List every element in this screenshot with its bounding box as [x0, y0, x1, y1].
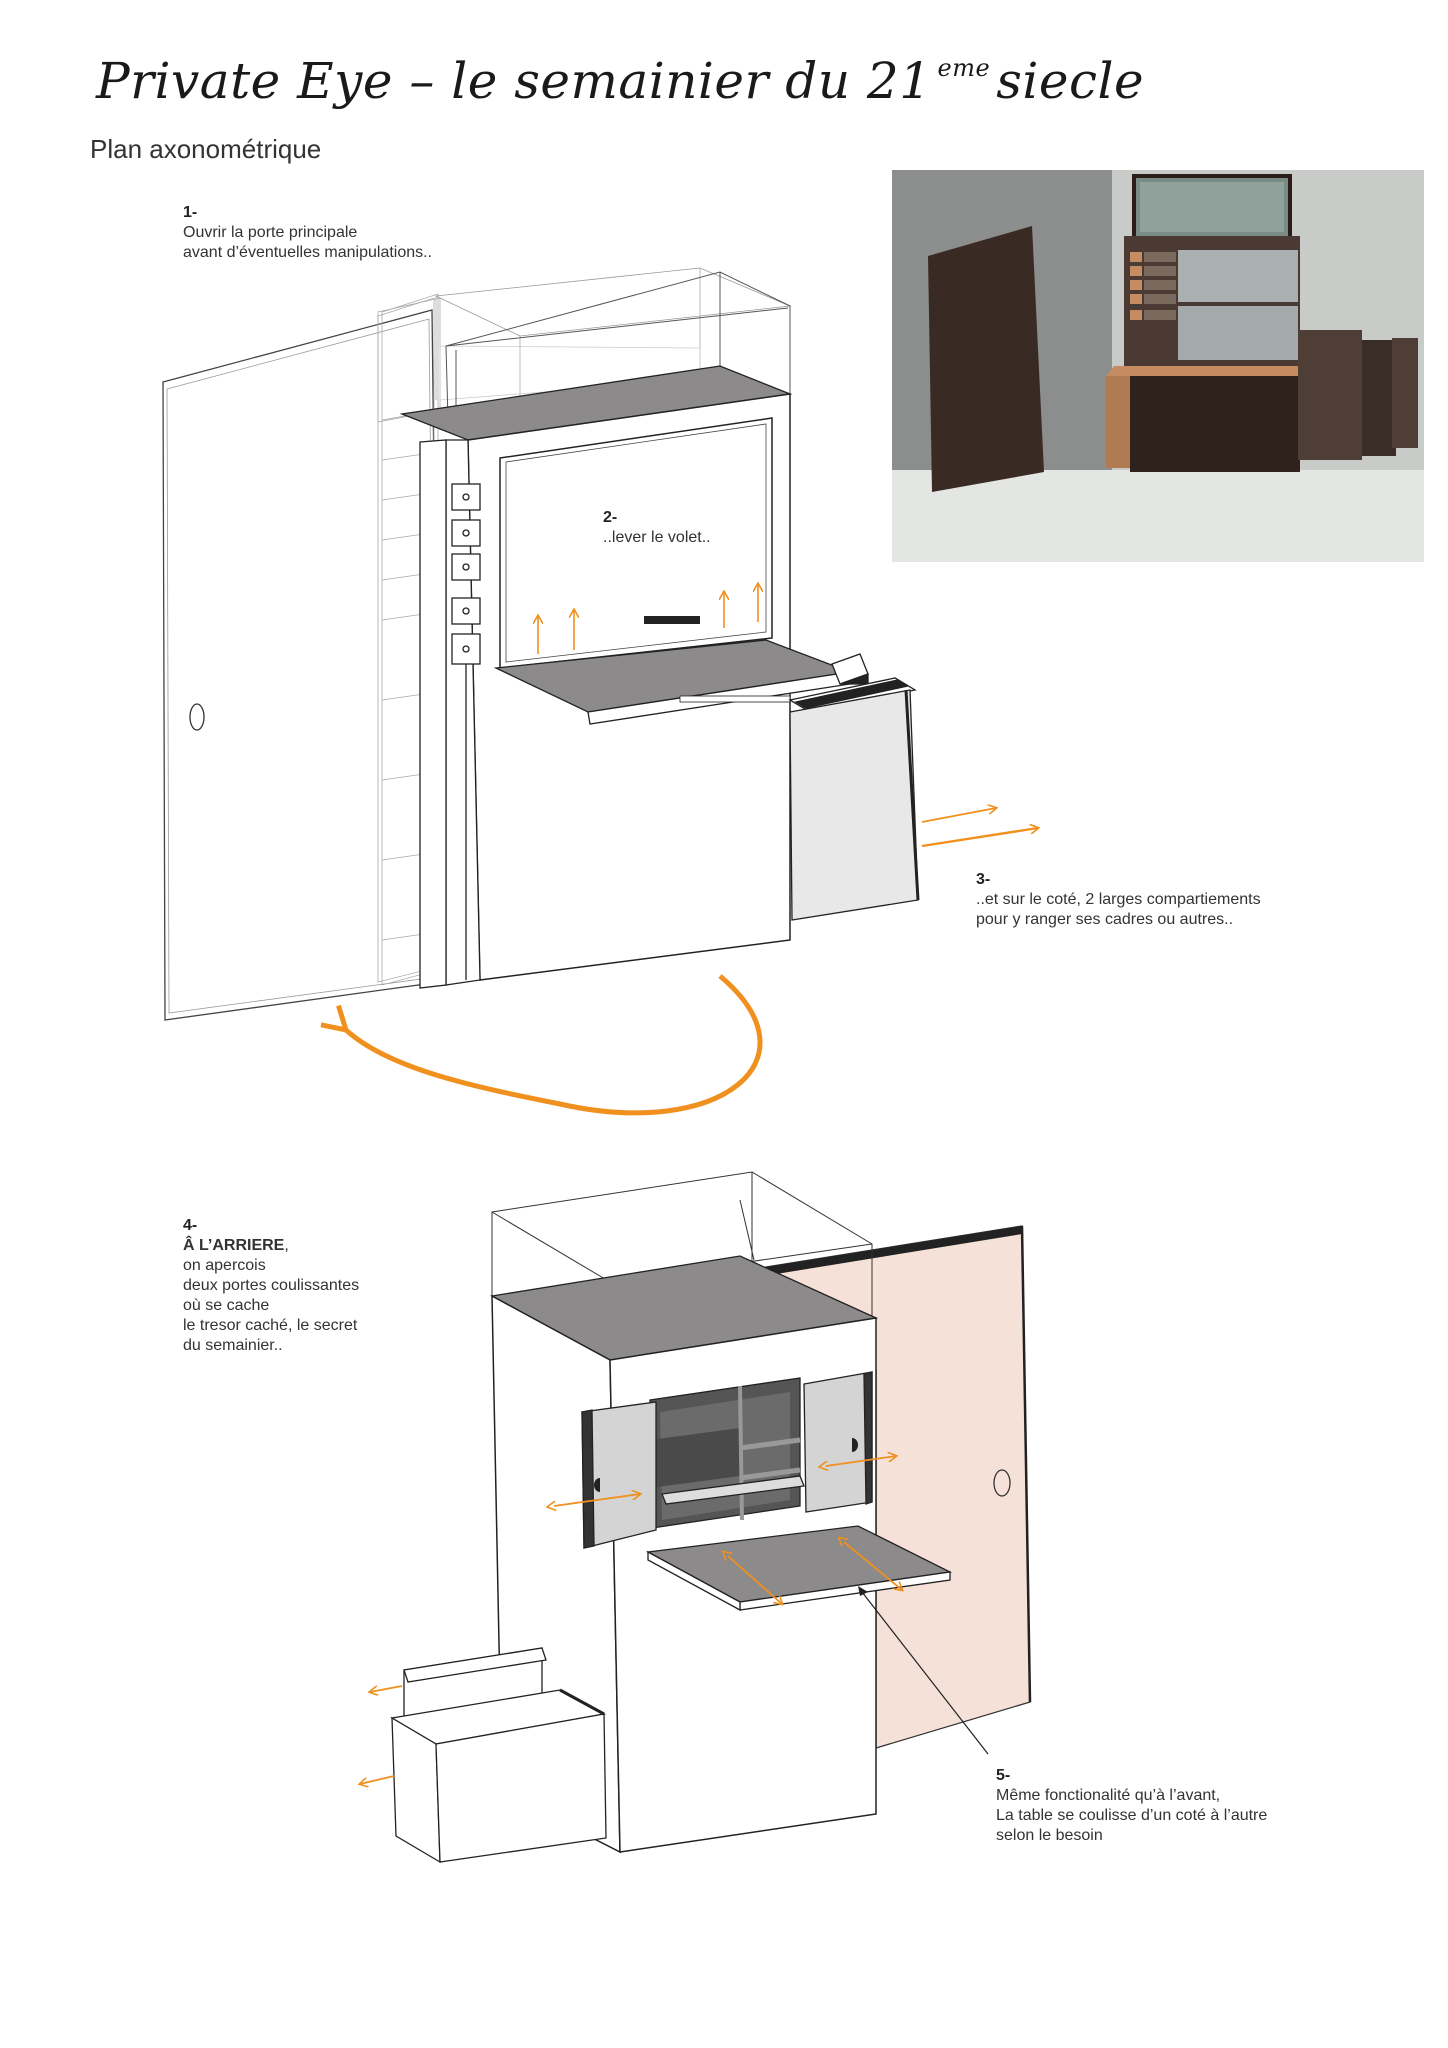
open-main-door	[162, 309, 441, 1021]
step-3-note: 3- ..et sur le coté, 2 larges compartiem…	[976, 871, 1261, 928]
shutter-opening	[499, 417, 773, 669]
step-4-note: 4- Â L’ARRIERE, on apercois deux portes …	[183, 1217, 360, 1354]
side-compartment-arrows	[921, 808, 1038, 848]
rendered-furniture-photo	[892, 170, 1424, 562]
step-2-note: 2- ..lever le volet..	[603, 509, 711, 546]
sliding-door-left	[581, 1401, 657, 1549]
rear-view-drawing	[360, 1171, 1032, 1864]
page-subtitle: Plan axonométrique	[90, 134, 322, 164]
note-5-leader-line	[861, 1591, 989, 1755]
open-door-curved-arrow	[346, 974, 763, 1116]
rear-sliding-panel	[758, 1225, 1032, 1749]
detached-compartments	[390, 1647, 607, 1864]
rear-arrows	[360, 1456, 902, 1784]
rear-shelf-opening	[649, 1377, 805, 1529]
drawer-stack	[451, 483, 481, 980]
front-view-drawing	[162, 267, 1038, 1116]
sliding-door-right	[803, 1371, 873, 1513]
step-5-note: 5- Même fonctionalité qu’à l’avant, La t…	[996, 1767, 1268, 1844]
pull-out-table	[493, 639, 853, 725]
lift-shutter-arrows	[538, 584, 758, 654]
side-compartments	[788, 653, 920, 921]
step-1-note: 1- Ouvrir la porte principale avant d’év…	[183, 204, 433, 261]
